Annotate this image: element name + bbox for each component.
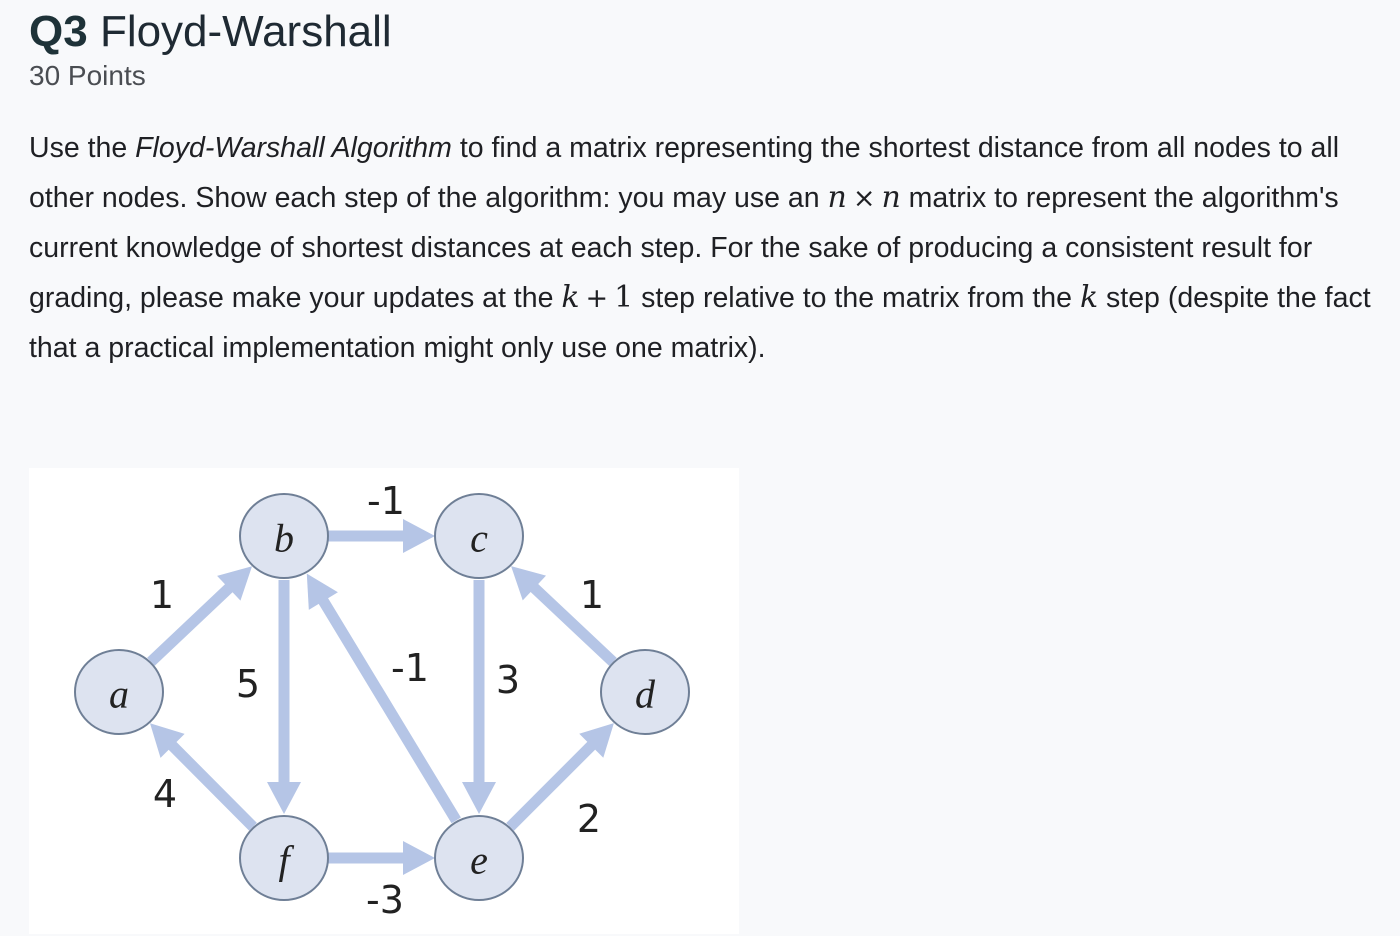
node-c <box>434 493 524 579</box>
math-n-1: n <box>827 180 847 216</box>
edge-weight-b-c: -1 <box>367 479 405 523</box>
arrowhead-e-d <box>579 723 614 758</box>
node-a <box>74 649 164 735</box>
node-label-e: e <box>470 838 488 883</box>
edge-weight-d-c: 1 <box>580 573 604 617</box>
question-title: Floyd-Warshall <box>99 7 392 56</box>
math-k-plus-1: k+1 <box>561 280 633 315</box>
edge-weight-e-d: 2 <box>577 797 601 841</box>
question-header: Q3 Floyd-Warshall <box>29 6 392 58</box>
node-label-c: c <box>470 516 488 561</box>
edge-weight-f-e: -3 <box>366 878 404 922</box>
node-e <box>434 815 524 901</box>
node-label-a: a <box>109 672 129 717</box>
edge-d-c <box>529 582 617 666</box>
math-n-times-n: n×n <box>827 180 900 215</box>
arrowhead-c-e <box>462 782 496 814</box>
body-text-3: matrix to represent the algorithm's curr… <box>29 182 1339 315</box>
question-body: Use the Floyd-Warshall Algorithm to find… <box>29 124 1374 373</box>
algorithm-name: Floyd-Warshall Algorithm <box>135 132 452 164</box>
edge-weight-a-b: 1 <box>150 573 174 617</box>
node-label-b: b <box>274 516 294 561</box>
edge-a-b <box>147 582 235 666</box>
edge-e-b <box>317 596 461 824</box>
question-number: Q3 <box>29 7 88 56</box>
question-points: 30 Points <box>29 60 146 91</box>
node-f <box>239 815 329 901</box>
body-text-5: step (despite the fact that a practical … <box>29 282 1371 364</box>
arrowhead-f-a <box>150 723 185 758</box>
math-k: k <box>1079 280 1099 316</box>
edge-e-d <box>506 740 597 831</box>
edge-weight-f-a: 4 <box>153 772 177 816</box>
math-k-1: k <box>561 280 580 316</box>
edge-weight-b-f: 5 <box>236 662 260 706</box>
arrowhead-e-b <box>306 573 338 610</box>
arrowhead-d-c <box>511 566 547 601</box>
arrowhead-a-b <box>217 566 253 601</box>
edge-weight-e-b: -1 <box>391 646 429 690</box>
edge-weight-c-e: 3 <box>496 658 520 702</box>
math-n-2: n <box>881 180 901 216</box>
arrowhead-b-c <box>403 519 435 553</box>
edge-f-a <box>167 740 257 831</box>
math-plus: + <box>585 283 609 315</box>
body-text-1: Use the <box>29 132 136 164</box>
math-times: × <box>852 183 876 215</box>
math-one: 1 <box>614 280 634 316</box>
node-d <box>600 649 690 735</box>
arrowhead-b-f <box>267 782 301 814</box>
body-text-4: step relative to the matrix from the <box>633 282 1080 315</box>
arrowhead-f-e <box>403 841 435 875</box>
body-text-2: to find a matrix representing the shorte… <box>29 132 1340 215</box>
edge-layer <box>147 519 617 875</box>
weight-layer: 1 -1 5 -1 3 1 4 -3 2 <box>150 479 604 922</box>
node-b <box>239 493 329 579</box>
node-label-d: d <box>635 672 656 717</box>
